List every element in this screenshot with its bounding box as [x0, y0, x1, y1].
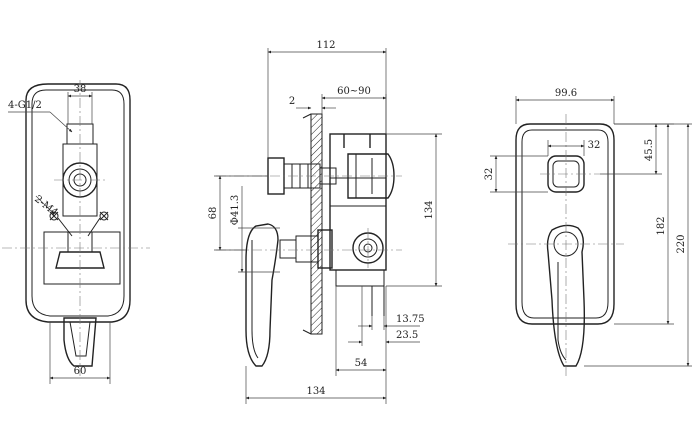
front-view-centerlines: [508, 114, 624, 376]
dim-2: 2: [289, 96, 336, 110]
dim-32-horizontal-label: 32: [588, 140, 601, 151]
dim-45-5-label: 45.5: [644, 139, 655, 161]
front-view-outline: [515, 123, 615, 325]
dim-diameter: Φ41.3: [230, 186, 280, 273]
screw-callout-label: 2-M4: [32, 194, 60, 219]
dim-13-75-label: 13.75: [396, 314, 425, 325]
dim-45-5: 45.5: [600, 123, 662, 175]
dim-134-vertical-label: 134: [424, 200, 435, 219]
dim-23-5-label: 23.5: [396, 330, 418, 341]
dim-32-horizontal: 32: [547, 140, 601, 156]
dim-182-label: 182: [656, 216, 667, 235]
front-view: 99.6 32 32 45.5 182: [484, 88, 692, 376]
thread-callout-label: 4-G1/2: [8, 100, 42, 111]
dim-60-90: 60~90: [321, 86, 387, 134]
dim-diameter-label: Φ41.3: [230, 195, 241, 225]
dim-32-vertical: 32: [484, 155, 548, 193]
left-view-centerlines: [2, 80, 150, 376]
left-view-body: [43, 123, 121, 367]
dim-13-75: 13.75: [358, 314, 425, 330]
dim-99-6: 99.6: [515, 88, 615, 124]
dim-134-bottom-label: 134: [306, 386, 325, 397]
left-view: 38 4-G1/2 2-M4 60: [2, 80, 150, 384]
dim-99-6-label: 99.6: [555, 88, 577, 99]
dim-60: 60: [49, 322, 111, 384]
dim-54-label: 54: [355, 358, 368, 369]
dim-23-5: 23.5: [348, 286, 420, 346]
thread-callout: 4-G1/2: [8, 100, 73, 133]
dim-2-label: 2: [289, 96, 295, 107]
dim-112-label: 112: [316, 40, 335, 51]
dim-32-vertical-label: 32: [484, 168, 495, 181]
left-view-outline: [25, 83, 131, 323]
dim-60-90-label: 60~90: [337, 86, 371, 97]
dim-68: 68: [208, 175, 268, 251]
dim-68-label: 68: [208, 207, 219, 220]
dim-112: 112: [267, 40, 387, 158]
dim-134-bottom: 134: [245, 366, 387, 404]
dim-60-label: 60: [74, 366, 87, 377]
dim-134-vertical: 134: [386, 133, 442, 287]
dim-38: 38: [67, 84, 93, 124]
dim-38-label: 38: [74, 84, 87, 95]
side-view: 112 60~90 2 68 Φ41.3: [208, 40, 442, 404]
screw-callout: 2-M4: [32, 194, 60, 219]
wall-plate: [310, 113, 323, 335]
dim-54: 54: [335, 286, 387, 376]
dim-220-label: 220: [676, 234, 687, 253]
dim-220: 220: [584, 123, 692, 367]
